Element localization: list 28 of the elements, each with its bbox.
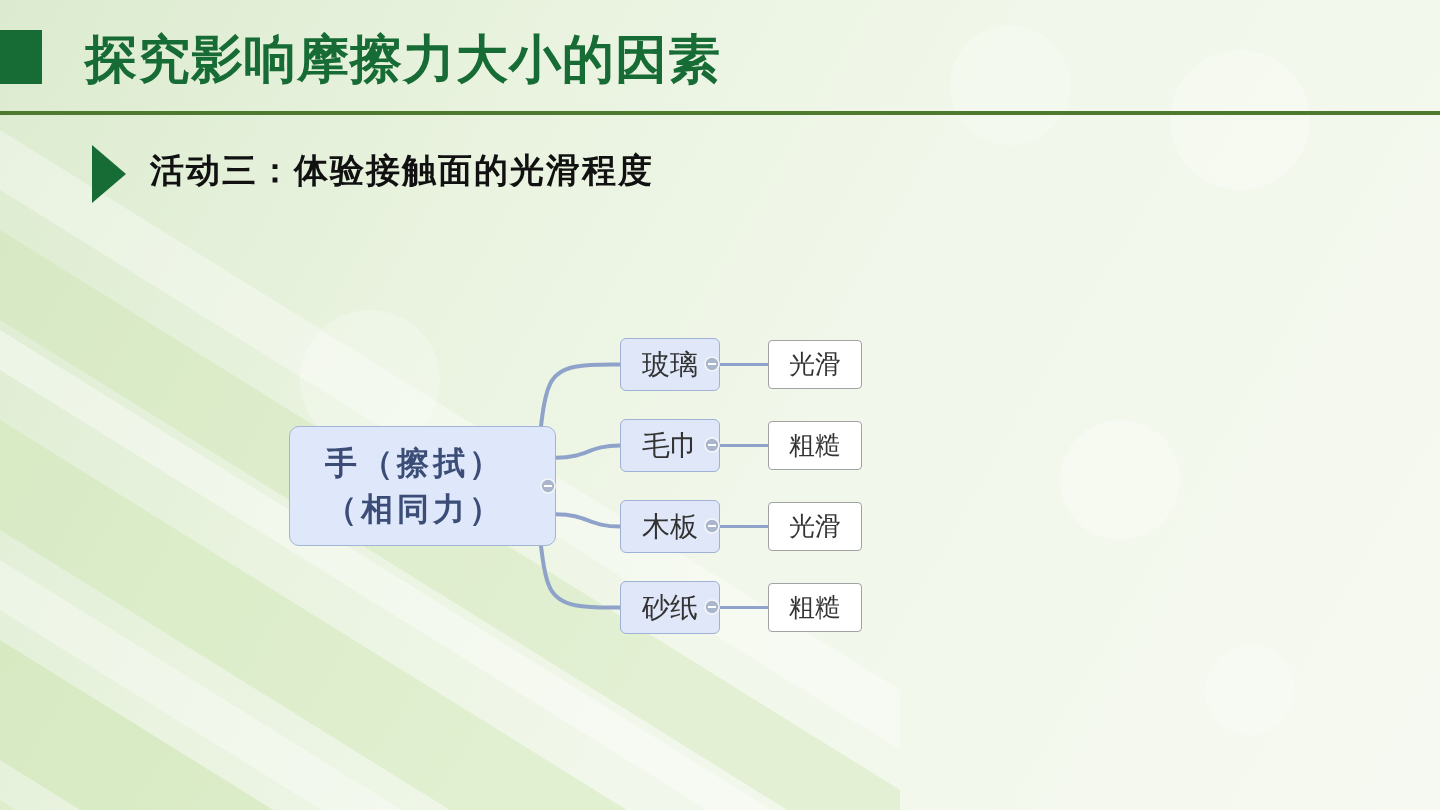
topic-label: 手（擦拭）（相同力）	[323, 442, 506, 530]
result-box	[768, 340, 862, 389]
subtopic-box	[620, 419, 720, 472]
connector-line	[718, 525, 770, 528]
topic-label: 粗糙	[789, 429, 841, 462]
subtopic-box	[620, 581, 720, 634]
connector-line	[554, 512, 622, 529]
connector-line	[539, 362, 622, 428]
topic-label: 光滑	[789, 348, 841, 381]
subtopic-box	[620, 338, 720, 391]
result-box	[768, 502, 862, 551]
topic-label: 毛巾	[642, 428, 698, 463]
connector-line	[718, 606, 770, 609]
result-box	[768, 421, 862, 470]
topic-label: 砂纸	[642, 590, 698, 625]
topic-label: 光滑	[789, 510, 841, 543]
topic-label: 木板	[642, 509, 698, 544]
section-heading: 活动三：体验接触面的光滑程度	[150, 150, 654, 191]
subtopic-box	[620, 500, 720, 553]
connector-line	[554, 443, 622, 460]
central-topic-box	[289, 426, 556, 546]
topic-label: 玻璃	[642, 347, 698, 382]
connector-line	[718, 444, 770, 447]
connector-line	[718, 363, 770, 366]
topic-label: 粗糙	[789, 591, 841, 624]
connector-line	[539, 544, 622, 610]
result-box	[768, 583, 862, 632]
slide-title: 探究影响摩擦力大小的因素	[85, 28, 721, 91]
